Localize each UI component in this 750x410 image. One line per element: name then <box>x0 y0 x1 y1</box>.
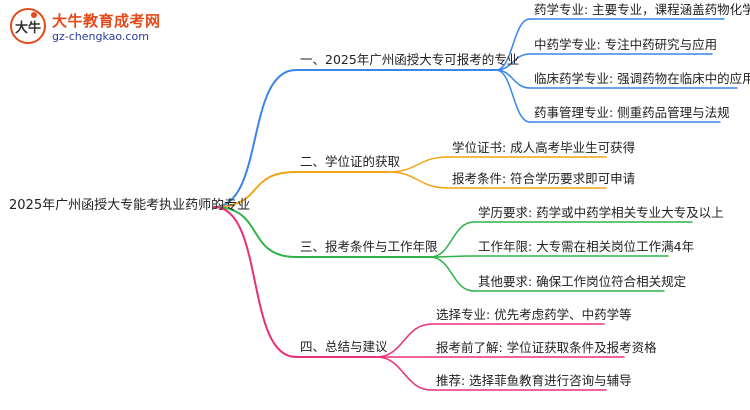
branch-node-3: 三、报考条件与工作年限 <box>300 239 438 254</box>
leaf-connector <box>387 156 449 173</box>
branch-node-1: 一、2025年广州函授大专可报考的专业 <box>300 52 520 67</box>
leaf-connector <box>429 221 475 258</box>
logo-name: 大牛教育成考网 <box>52 12 161 30</box>
leaf-node: 报考前了解: 学位证获取条件及报考资格 <box>436 340 657 355</box>
leaf-node: 其他要求: 确保工作岗位符合相关规定 <box>478 274 687 289</box>
branch-node-2: 二、学位证的获取 <box>300 154 401 169</box>
leaf-connector <box>495 53 531 71</box>
leaf-node: 报考条件: 符合学历要求即可申请 <box>452 171 636 186</box>
logo-url: gz-chengkao.com <box>52 30 149 43</box>
branch-connector <box>213 171 297 208</box>
leaf-connector <box>495 18 531 71</box>
leaf-node: 学历要求: 药学或中药学相关专业大专及以上 <box>478 205 724 220</box>
branch-node-4: 四、总结与建议 <box>300 339 388 354</box>
leaf-connector <box>375 356 433 391</box>
svg-text:大牛: 大牛 <box>15 20 41 36</box>
branch-connector <box>213 69 297 208</box>
leaf-node: 推荐: 选择菲鱼教育进行咨询与辅导 <box>436 373 632 388</box>
leaf-node: 临床药学专业: 强调药物在临床中的应用 <box>534 71 750 86</box>
leaf-node: 中药学专业: 专注中药研究与应用 <box>534 37 718 52</box>
logo-mark-icon: 大牛 <box>10 8 46 44</box>
leaf-connector <box>495 69 531 123</box>
leaf-node: 工作年限: 大专需在相关岗位工作满4年 <box>478 239 695 254</box>
root-node: 2025年广州函授大专能考执业药师的专业 <box>9 198 251 213</box>
leaf-connector <box>375 323 433 358</box>
branch-connector <box>213 206 297 358</box>
leaf-node: 药事管理专业: 侧重药品管理与法规 <box>534 105 730 120</box>
leaf-connector <box>387 171 449 189</box>
leaf-connector <box>429 256 475 292</box>
leaf-node: 选择专业: 优先考虑药学、中药学等 <box>436 307 632 322</box>
site-logo[interactable]: 大牛 大牛教育成考网 gz-chengkao.com <box>8 6 178 50</box>
branch-connector <box>213 206 297 258</box>
leaf-node: 学位证书: 成人高考毕业生可获得 <box>452 140 636 155</box>
leaf-node: 药学专业: 主要专业，课程涵盖药物化学等 <box>534 2 750 17</box>
